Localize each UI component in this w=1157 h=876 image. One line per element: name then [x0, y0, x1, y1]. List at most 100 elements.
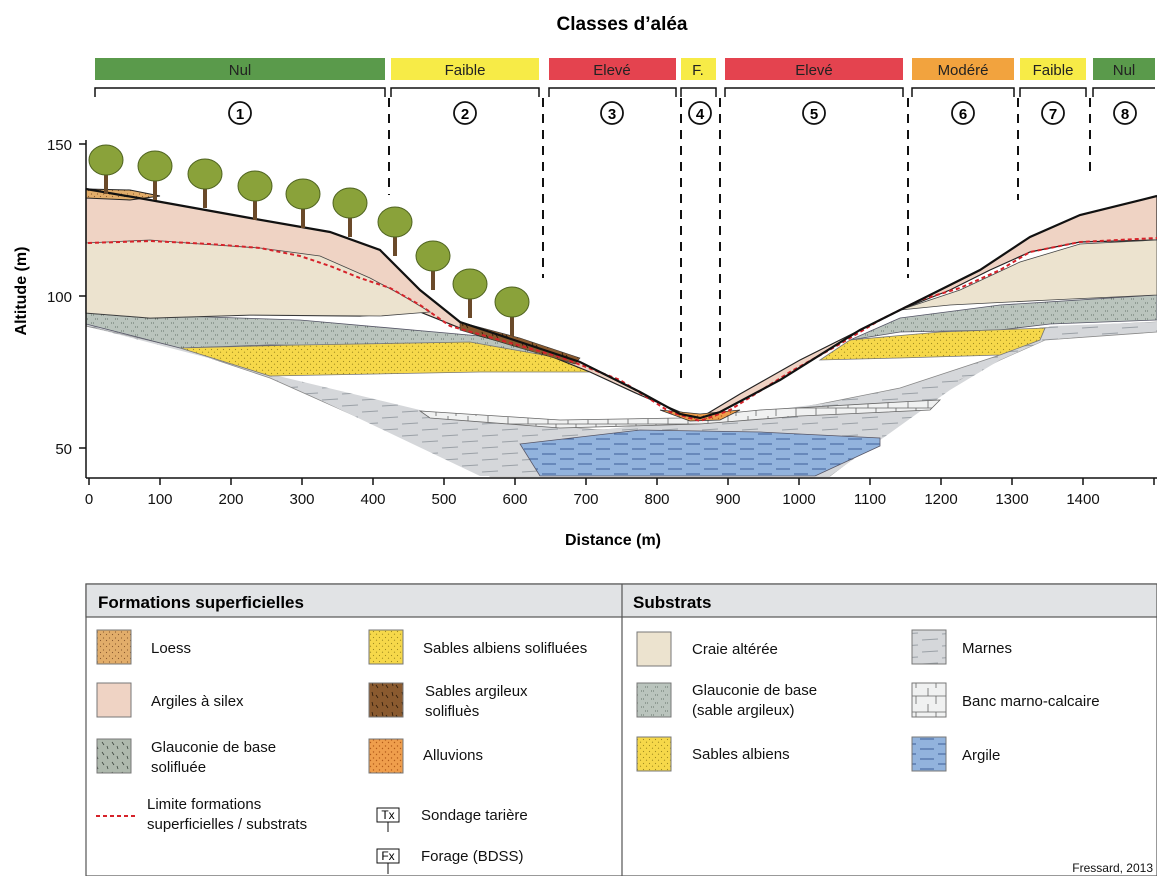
x-tick: 400	[360, 491, 385, 508]
zone-3-label: Elevé	[593, 62, 631, 79]
legend-craie: Craie altérée	[692, 641, 778, 658]
x-tick: 1000	[782, 491, 815, 508]
legend-argile: Argile	[962, 747, 1000, 764]
swatch-marnes	[911, 629, 947, 665]
swatch-loess	[96, 629, 132, 665]
x-tick: 100	[147, 491, 172, 508]
zone-7-bar	[1020, 58, 1086, 80]
legend-glauconie-soliflue-1: Glauconie de base	[151, 739, 276, 756]
x-tick: 900	[715, 491, 740, 508]
swatch-sables-albiens	[636, 736, 672, 772]
x-tick: 500	[431, 491, 456, 508]
legend-sondage: Sondage tarière	[421, 807, 528, 824]
zone-5-bar	[725, 58, 903, 80]
limit-line	[87, 237, 1157, 423]
axes	[79, 140, 1157, 485]
zone-4-bar	[681, 58, 716, 80]
legend-alluvions: Alluvions	[423, 747, 483, 764]
zone-7-label: Faible	[1033, 62, 1074, 79]
legend-heading-right: Substrats	[633, 593, 711, 612]
tree-icon	[237, 170, 273, 220]
legend-loess: Loess	[151, 640, 191, 657]
zone-8-bar	[1093, 58, 1155, 80]
sables-albiens-right	[818, 327, 1046, 361]
tree-icon	[415, 240, 451, 290]
x-tick: 1400	[1066, 491, 1099, 508]
legend-sables-argileux-1: Sables argileux	[425, 683, 528, 700]
zone-2-bar	[391, 58, 539, 80]
y-tick-150: 150	[47, 137, 72, 154]
zone-5-label: Elevé	[795, 62, 833, 79]
x-tick: 1300	[995, 491, 1028, 508]
tree-icon	[285, 178, 321, 228]
legend-forage: Forage (BDSS)	[421, 848, 524, 865]
banc-layer	[418, 399, 942, 429]
swatch-craie	[636, 631, 672, 667]
y-axis-label: Altitude (m)	[13, 247, 30, 336]
tree-icon	[137, 150, 173, 200]
legend-sables-albiens: Sables albiens	[692, 746, 790, 763]
legend-glauconie-base-1: Glauconie de base	[692, 682, 817, 699]
swatch-alluvions	[368, 738, 404, 774]
legend-argiles-silex: Argiles à silex	[151, 693, 244, 710]
legend-box: Formations superficielles Substrats	[85, 583, 1157, 876]
zone-boundaries	[388, 98, 1091, 378]
forage-code: Fx	[381, 849, 394, 863]
zone-1-bar	[95, 58, 385, 80]
tree-icon	[377, 206, 413, 256]
x-tick: 700	[573, 491, 598, 508]
y-tick-100: 100	[47, 289, 72, 306]
geology-layers	[85, 187, 1157, 477]
swatch-banc	[911, 682, 947, 718]
legend-heading-left: Formations superficielles	[98, 593, 304, 612]
x-tick: 800	[644, 491, 669, 508]
x-tick: 1100	[854, 491, 886, 508]
zone-brackets	[94, 87, 1155, 97]
tree-icon	[332, 187, 368, 237]
zone-4-number: 4	[696, 106, 705, 123]
swatch-argile	[911, 736, 947, 772]
x-axis-label: Distance (m)	[565, 532, 661, 549]
legend-sables-soliflues: Sables albiens solifluées	[423, 640, 587, 657]
zone-6-number: 6	[959, 106, 967, 123]
swatch-sables-soliflues	[368, 629, 404, 665]
zone-6-label: Modéré	[938, 62, 989, 79]
zone-3-number: 3	[608, 106, 616, 123]
x-tick: 1200	[924, 491, 957, 508]
swatch-argiles-silex	[96, 682, 132, 718]
legend-banc: Banc marno-calcaire	[962, 693, 1100, 710]
zone-7-number: 7	[1049, 106, 1057, 123]
zone-1-label: Nul	[229, 62, 252, 79]
zone-8-number: 8	[1121, 106, 1129, 123]
swatch-sables-argileux	[368, 682, 404, 718]
tree-icon	[187, 158, 223, 208]
hazard-zone-bars	[95, 58, 1155, 80]
zone-6-bar	[912, 58, 1014, 80]
legend-glauconie-base-2: (sable argileux)	[692, 702, 795, 719]
zone-1-number: 1	[236, 106, 244, 123]
forage-symbol: Fx	[376, 848, 400, 874]
trees	[88, 144, 530, 336]
chart-title: Classes d’aléa	[557, 14, 688, 35]
tree-icon	[452, 268, 488, 318]
zone-5-number: 5	[810, 106, 818, 123]
sondage-code: Tx	[381, 808, 394, 822]
legend-limite-1: Limite formations	[147, 796, 261, 813]
argile-layer	[519, 429, 881, 477]
zone-2-label: Faible	[445, 62, 486, 79]
legend-glauconie-soliflue-2: solifluée	[151, 759, 206, 776]
swatch-glauconie-soliflue	[96, 738, 132, 774]
legend-swatches	[96, 629, 947, 774]
zone-4-label: F.	[692, 62, 704, 79]
sondage-symbol: Tx	[376, 807, 400, 832]
ground-surface	[85, 187, 1157, 420]
swatch-glauconie-base	[636, 682, 672, 718]
tree-icon	[494, 286, 530, 336]
legend-sables-argileux-2: solifluès	[425, 703, 479, 720]
x-tick: 300	[289, 491, 314, 508]
glauconie-right	[849, 294, 1157, 341]
tree-icon	[88, 144, 124, 194]
zone-3-bar	[549, 58, 676, 80]
y-tick-50: 50	[55, 441, 72, 458]
